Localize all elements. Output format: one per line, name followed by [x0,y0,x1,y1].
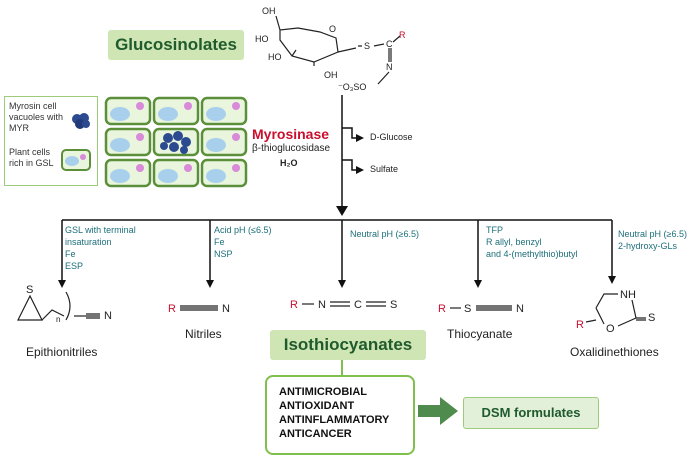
thioglucosidase-label: β-thioglucosidase [252,143,331,154]
cell-legend: Myrosin cell vacuoles with MYR Plant cel… [4,96,98,186]
n-atom: N [386,62,393,72]
ox-nh: NH [620,289,636,301]
condition-oxalidinethiones: Neutral pH (≥6.5)2-hydroxy-GLs [618,229,687,251]
glucosinolates-title: Glucosinolates [108,30,244,60]
tc-s: S [464,303,471,315]
nitrile-n: N [222,303,230,315]
activity-item: ANTICANCER [279,428,352,440]
glucose-label: D-Glucose [370,132,413,142]
product-oxalidinethiones: Oxalidinethiones [570,345,659,359]
activity-item: ANTINFLAMMATORY [279,414,390,426]
itc-r: R [290,299,298,311]
epithio-n-sub: n [56,315,60,324]
s-atom: S [364,41,370,51]
oso3-group: ⁻O₃SO [338,82,366,92]
sulfate-label: Sulfate [370,164,399,174]
activity-item: ANTIMICROBIAL [279,386,367,398]
condition-isothiocyanates: Neutral pH (≥6.5) [350,229,419,239]
water-label: H₂O [280,158,298,168]
r-group: R [399,30,406,40]
dsm-formulates: DSM formulates [463,397,599,429]
itc-n: N [318,299,326,311]
plant-cell-icon [61,149,91,171]
nitrile-r: R [168,303,176,315]
activities-box: ANTIMICROBIAL ANTIOXIDANT ANTINFLAMMATOR… [265,375,415,455]
oh-left: HO [255,34,269,44]
product-thiocyanate: Thiocyanate [447,327,513,341]
oh-top: OH [262,6,276,16]
ox-o: O [606,323,615,335]
c-atom: C [386,39,393,49]
product-nitriles: Nitriles [185,327,222,341]
itc-s: S [390,299,397,311]
myrosin-vacuole-icon [72,113,90,129]
product-structures: S n N R N R N C S R S N NH O S R [17,284,655,335]
cell-grid [104,96,248,188]
myrosinase-label: Myrosinase [252,126,330,142]
myrosin-legend-text: Myrosin cell vacuoles with MYR [9,101,64,133]
ox-s: S [648,312,655,324]
plant-legend-text: Plant cells rich in GSL [9,147,54,168]
isothiocyanates-title: Isothiocyanates [270,330,426,360]
ho-mid: HO [268,52,282,62]
oh-bottom: OH [324,70,338,80]
tc-r: R [438,303,446,315]
itc-c: C [354,299,362,311]
activity-item: ANTIOXIDANT [279,400,355,412]
product-epithionitriles: Epithionitriles [26,345,98,359]
o-ring: O [329,24,336,34]
glucosinolate-structure: OH HO HO OH O S C R N ⁻O₃SO [255,6,406,92]
tc-n: N [516,303,524,315]
epithio-n: N [104,310,112,322]
ox-r: R [576,319,584,331]
epithio-s: S [26,284,33,296]
